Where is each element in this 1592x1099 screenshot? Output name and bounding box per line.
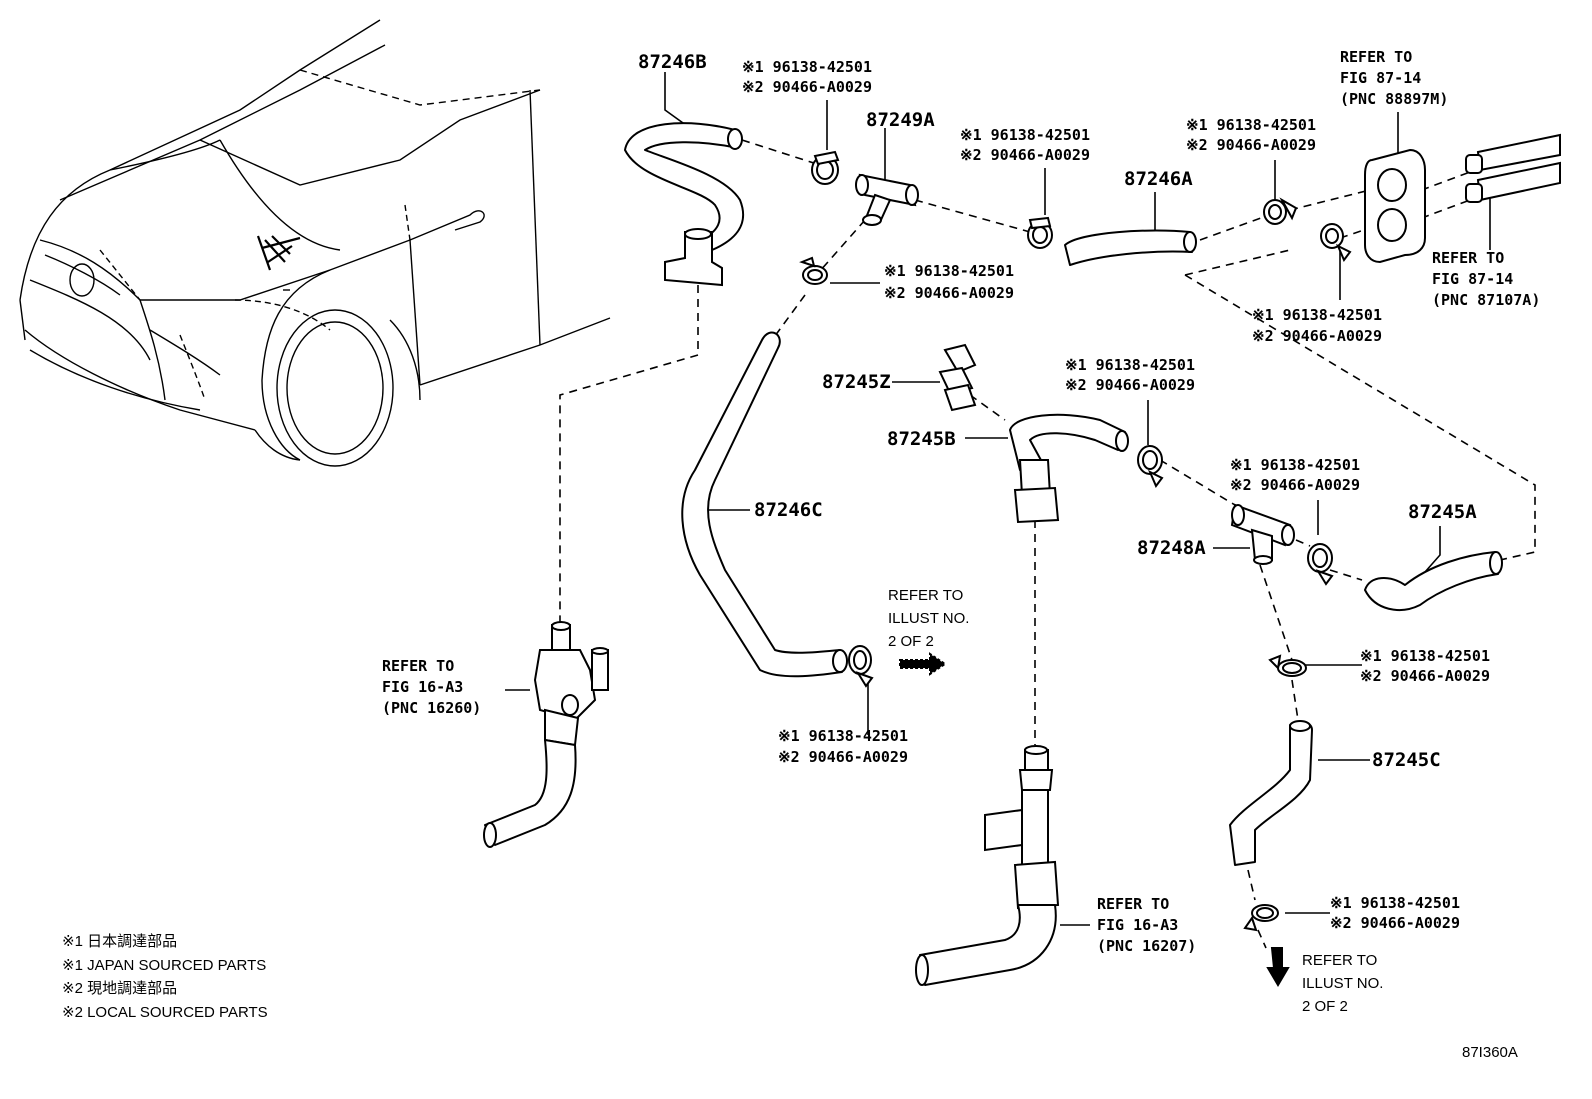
clamp-code-1d: ※1 96138-42501 [884, 262, 1014, 280]
vehicle-outline [19, 19, 611, 467]
label-87245z: 87245Z [822, 371, 891, 393]
clamp-7 [1137, 445, 1164, 488]
clamp-code-2a: ※2 90466-A0029 [742, 78, 872, 96]
ref-illust-b-line2: ILLUST NO. [1302, 975, 1383, 992]
ref-16207-line2: FIG 16-A3 [1097, 916, 1178, 934]
ref-16207-line1: REFER TO [1097, 895, 1169, 913]
ref-87107a-line1: REFER TO [1432, 249, 1504, 267]
clamp-code-2i: ※2 90466-A0029 [778, 748, 908, 766]
legend: ※1 日本調達部品 ※1 JAPAN SOURCED PARTS ※2 現地調達… [62, 933, 268, 1021]
label-87248a: 87248A [1137, 537, 1206, 559]
arrow-right [899, 652, 947, 676]
ref-16260-line2: FIG 16-A3 [382, 678, 463, 696]
legend-line-4: ※2 LOCAL SOURCED PARTS [62, 1004, 268, 1021]
clamp-code-2h: ※2 90466-A0029 [1360, 667, 1490, 685]
ref-88897m-line2: FIG 87-14 [1340, 69, 1421, 87]
ref-87107a-line3: (PNC 87107A) [1432, 291, 1540, 309]
legend-line-1: ※1 日本調達部品 [62, 933, 177, 950]
label-87246a: 87246A [1124, 168, 1193, 190]
ref-illust-b-line1: REFER TO [1302, 952, 1377, 969]
ref-16207-line3: (PNC 16207) [1097, 937, 1196, 955]
ref-16260-line1: REFER TO [382, 657, 454, 675]
clamp-code-2d: ※2 90466-A0029 [884, 284, 1014, 302]
clamp-code-1h: ※1 96138-42501 [1360, 647, 1490, 665]
label-87245c: 87245C [1372, 749, 1441, 771]
connector-87246b [664, 231, 723, 287]
refer-labels: REFER TO FIG 87-14 (PNC 88897M) REFER TO… [382, 48, 1540, 1015]
ref-illust-a-line3: 2 OF 2 [888, 633, 934, 650]
clamp-code-2j: ※2 90466-A0029 [1330, 914, 1460, 932]
clamp-code-1i: ※1 96138-42501 [778, 727, 908, 745]
label-87246c: 87246C [754, 499, 823, 521]
clamp-code-1c: ※1 96138-42501 [1186, 116, 1316, 134]
ref-87107a-line2: FIG 87-14 [1432, 270, 1513, 288]
clamp-1 [811, 150, 840, 185]
clamp-9 [1268, 654, 1307, 677]
hose-87246b [624, 122, 745, 251]
label-87245b: 87245B [887, 428, 956, 450]
clamp-10 [1243, 904, 1279, 932]
connection-lines [559, 139, 1536, 949]
legend-line-2: ※1 JAPAN SOURCED PARTS [62, 957, 266, 974]
hose-87245b [1009, 413, 1129, 524]
clamp-code-2b: ※2 90466-A0029 [960, 146, 1090, 164]
clamp-code-1b: ※1 96138-42501 [960, 126, 1090, 144]
clamp-5 [799, 256, 828, 285]
clamp-code-1g: ※1 96138-42501 [1230, 456, 1360, 474]
clamp-3 [1263, 197, 1298, 225]
clamp-2 [1027, 216, 1053, 249]
parts [483, 122, 1561, 987]
clamp-8 [1307, 543, 1334, 586]
hose-87245a [1364, 551, 1499, 611]
ref-illust-b-line3: 2 OF 2 [1302, 998, 1348, 1015]
clamp-code-2f: ※2 90466-A0029 [1065, 376, 1195, 394]
figure-code: 87I360A [1462, 1044, 1518, 1061]
clamp-code-2c: ※2 90466-A0029 [1186, 136, 1316, 154]
clamp-code-1a: ※1 96138-42501 [742, 58, 872, 76]
ref-88897m-line3: (PNC 88897M) [1340, 90, 1448, 108]
clamp-code-1j: ※1 96138-42501 [1330, 894, 1460, 912]
clamp-code-1f: ※1 96138-42501 [1065, 356, 1195, 374]
ref-88897m-line1: REFER TO [1340, 48, 1412, 66]
clamp-code-2g: ※2 90466-A0029 [1230, 476, 1360, 494]
leader-lines [505, 72, 1491, 926]
tee-87249a [855, 173, 919, 226]
ref-16260-line3: (PNC 16260) [382, 699, 481, 717]
label-87245a: 87245A [1408, 501, 1477, 523]
part-labels: 87246B 87249A 87246A 87245Z 87245B 87246… [638, 51, 1477, 771]
ref-illust-a-line2: ILLUST NO. [888, 610, 969, 627]
pipes-87107a [1465, 133, 1561, 203]
clamp-code-2e: ※2 90466-A0029 [1252, 327, 1382, 345]
hose-87246a [1064, 229, 1193, 266]
pipe-16207 [915, 745, 1060, 986]
ref-illust-a-line1: REFER TO [888, 587, 963, 604]
clamp-6 [848, 645, 874, 688]
tee-87248a [1230, 503, 1295, 565]
grommet [1364, 148, 1426, 264]
clip-87245z [938, 343, 977, 412]
clamp-codes: ※1 96138-42501 ※2 90466-A0029 ※1 96138-4… [742, 58, 1490, 932]
arrow-down [1266, 947, 1290, 987]
legend-line-3: ※2 現地調達部品 [62, 980, 177, 997]
hose-87246c [681, 331, 843, 678]
hose-87245c [1229, 720, 1313, 866]
clamp-code-1e: ※1 96138-42501 [1252, 306, 1382, 324]
label-87249a: 87249A [866, 109, 935, 131]
clamp-4 [1320, 223, 1352, 262]
valve-16260 [483, 621, 609, 848]
label-87246b: 87246B [638, 51, 707, 73]
